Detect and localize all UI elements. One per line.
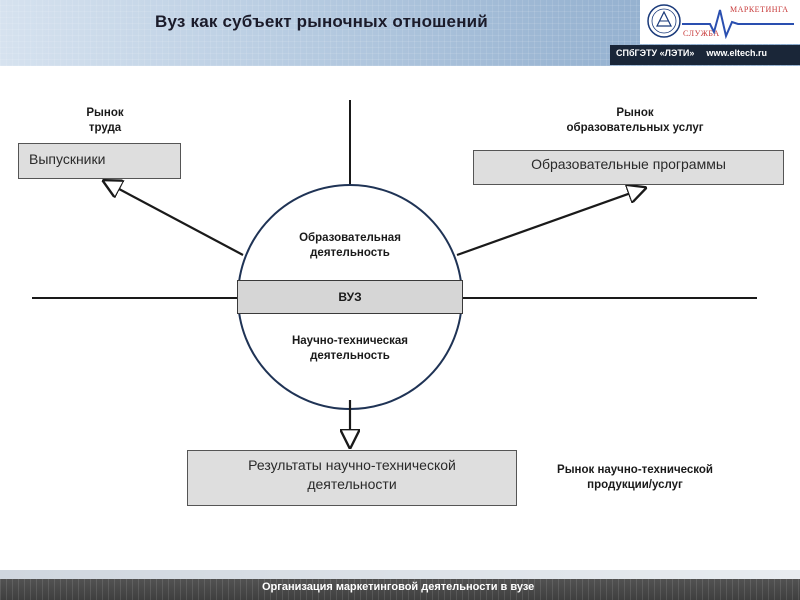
- vuz-bar: ВУЗ: [237, 280, 463, 314]
- graduates-box: Выпускники: [18, 143, 181, 179]
- university-emblem-icon: [647, 4, 681, 38]
- logo-word-bottom: СЛУЖБА: [683, 29, 720, 38]
- programs-box: Образовательные программы: [473, 150, 784, 185]
- logo-word-top: МАРКЕТИНГА: [730, 5, 789, 14]
- footer-highlight: [0, 570, 800, 579]
- label-science-market: Рынок научно-технической продукции/услуг: [557, 464, 713, 491]
- arrow-to-graduates: [104, 181, 244, 256]
- org-caption: СПбГЭТУ «ЛЭТИ» www.eltech.ru: [616, 48, 767, 58]
- slide-title: Вуз как субъект рыночных отношений: [155, 12, 488, 31]
- arrow-to-programs: [456, 188, 645, 257]
- label-education-market: Рынок образовательных услуг: [566, 107, 704, 134]
- org-bar: [610, 45, 800, 65]
- results-box: Результаты научно-технической деятельнос…: [187, 450, 517, 506]
- science-activity-label: Научно-техническая деятельность: [291, 335, 409, 362]
- org-name: СПбГЭТУ «ЛЭТИ»: [616, 48, 695, 58]
- site-link[interactable]: www.eltech.ru: [706, 48, 768, 58]
- pulse-line-icon: [682, 9, 794, 40]
- footer-caption: Организация маркетинговой деятельности в…: [262, 581, 535, 593]
- education-activity-label: Образовательная деятельность: [299, 232, 401, 259]
- label-labor-market: Рынок труда: [86, 107, 124, 134]
